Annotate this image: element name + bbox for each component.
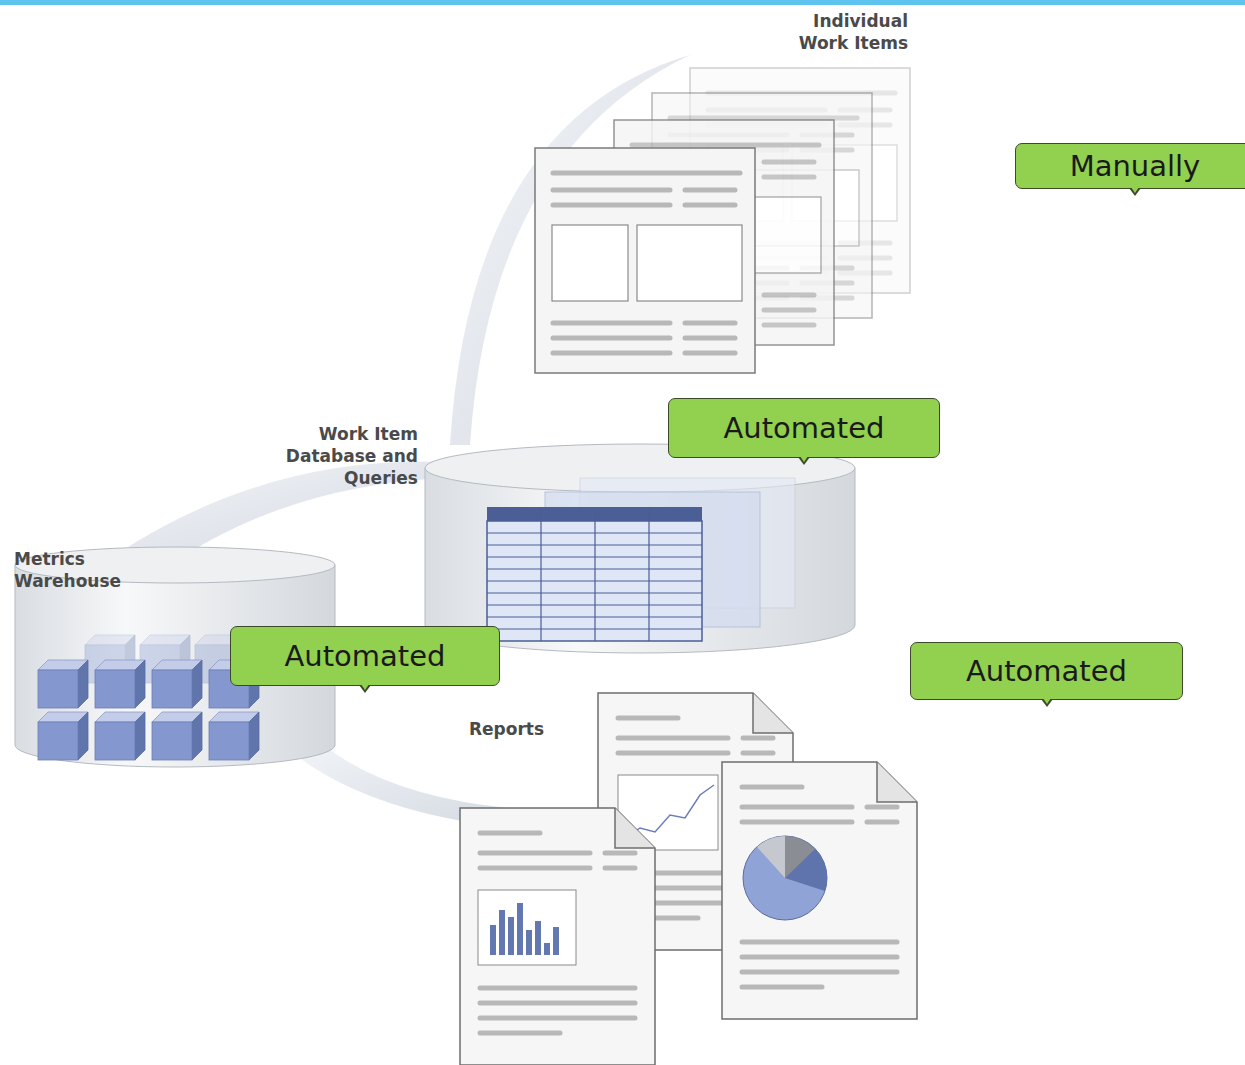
callout-box: Automated xyxy=(230,626,500,686)
warehouse-cylinder xyxy=(38,712,88,760)
report-pages xyxy=(757,836,785,878)
report-pages xyxy=(499,910,505,955)
database-cylinder xyxy=(425,444,855,653)
report-pages xyxy=(490,925,496,955)
report-pages xyxy=(785,836,827,891)
warehouse-cylinder xyxy=(152,660,202,708)
warehouse-cylinder xyxy=(152,712,202,760)
top-bar xyxy=(0,0,1245,5)
report-pages xyxy=(553,927,559,955)
warehouse-cylinder xyxy=(95,712,145,760)
warehouse-cylinder xyxy=(95,660,145,708)
illustration-label: Reports xyxy=(469,718,589,740)
report-pages xyxy=(544,943,550,955)
report-pages xyxy=(526,930,532,955)
work-item-pages xyxy=(535,148,755,373)
work-item-pages xyxy=(535,68,910,373)
database-cylinder xyxy=(648,507,649,641)
report-pages xyxy=(722,762,917,1019)
report-pages xyxy=(478,890,576,965)
report-pages xyxy=(785,836,815,878)
report-pages xyxy=(535,921,541,955)
callout-box: Automated xyxy=(668,398,940,458)
callout-box: Automated xyxy=(910,642,1183,700)
warehouse-cylinder xyxy=(38,660,88,708)
database-cylinder xyxy=(594,507,595,641)
callout-text: Automated xyxy=(285,639,446,673)
report-pages xyxy=(490,903,559,955)
illustration-label: Individual Work Items xyxy=(778,10,908,54)
illustration-label: Work Item Database and Queries xyxy=(248,423,418,489)
callout-box: Manually xyxy=(1015,143,1245,189)
callout-text: Manually xyxy=(1070,149,1201,183)
warehouse-cylinder xyxy=(209,712,259,760)
database-cylinder xyxy=(540,507,541,641)
report-pages xyxy=(743,836,827,920)
illustration-label: Metrics Warehouse xyxy=(14,548,174,592)
callout-text: Automated xyxy=(724,411,885,445)
report-pages xyxy=(460,808,655,1065)
report-pages xyxy=(508,917,514,955)
report-pages xyxy=(517,903,523,955)
report-pages xyxy=(743,836,827,920)
report-pages xyxy=(460,693,917,1065)
callout-text: Automated xyxy=(966,654,1127,688)
database-cylinder xyxy=(487,507,702,641)
